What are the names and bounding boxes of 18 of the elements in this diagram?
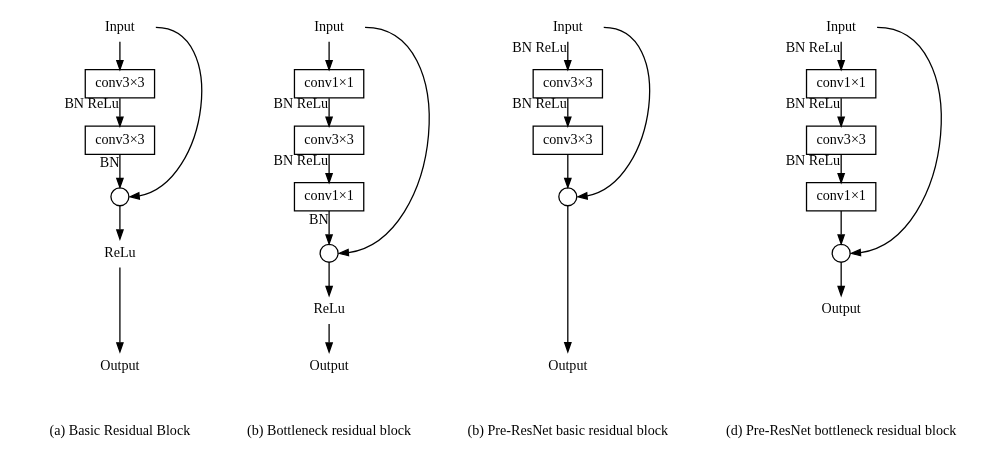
node-text: Input — [825, 17, 856, 34]
label: (d) Pre-ResNet bottleneck residual block — [725, 422, 956, 439]
node-text: Input — [313, 17, 344, 34]
label: (b) Pre-ResNet basic residual block — [467, 422, 668, 439]
edge-label: BN ReLu — [511, 38, 567, 55]
node-text: Input — [552, 17, 583, 34]
edge-label: BN — [308, 210, 329, 227]
label: (b) Bottleneck residual block — [246, 422, 411, 439]
node-text: Output — [309, 356, 349, 373]
edge-label: BN — [99, 154, 119, 171]
label: (a) Basic Residual Block — [49, 422, 190, 439]
node-text: ReLu — [103, 243, 136, 260]
node-text: Output — [821, 300, 861, 317]
node-text: Input — [104, 17, 135, 34]
node-text: ReLu — [312, 300, 345, 317]
node-text: Output — [547, 356, 587, 373]
edge-label: BN ReLu — [785, 38, 840, 55]
node-text: Output — [99, 356, 140, 373]
